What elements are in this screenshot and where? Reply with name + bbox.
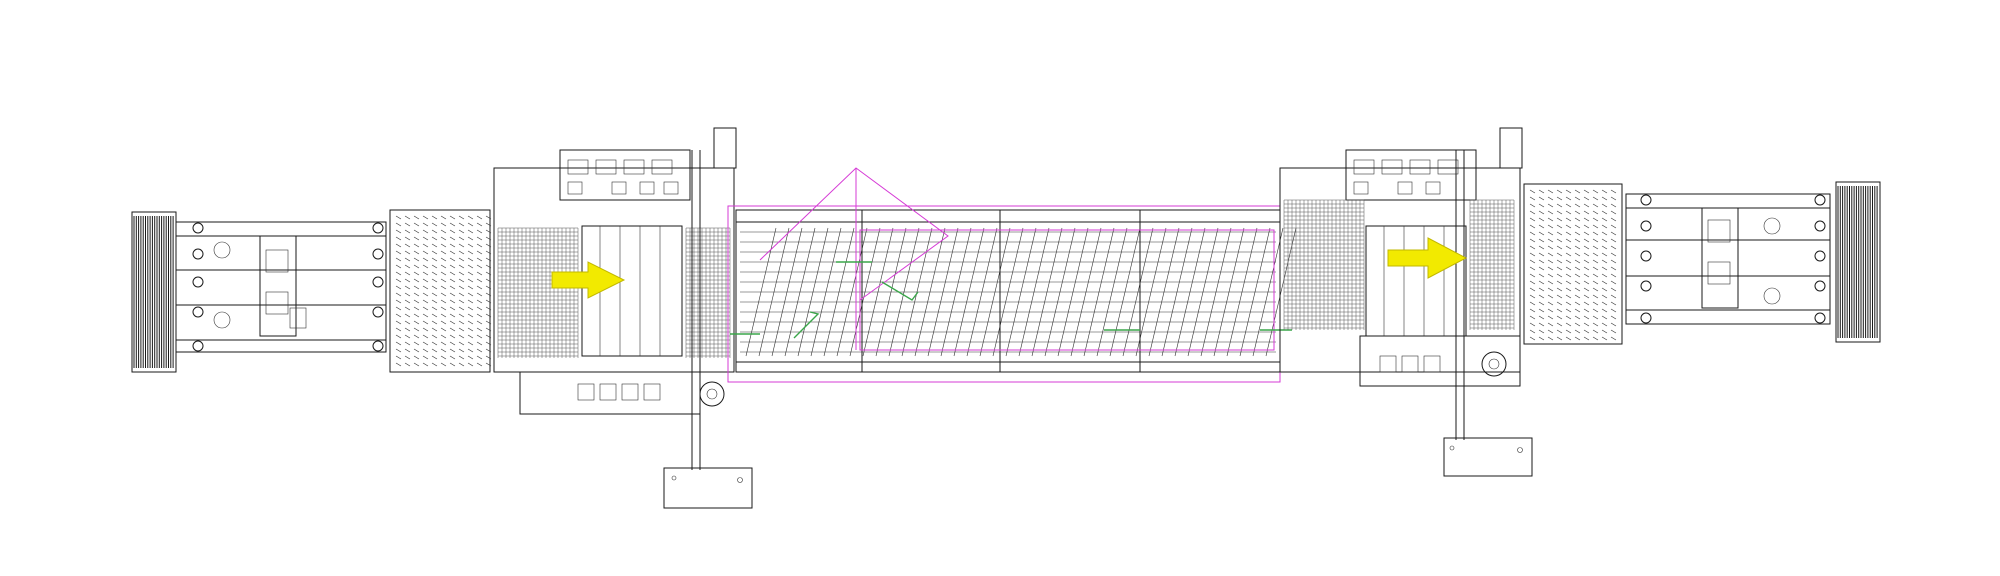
zone-outline [727,167,1281,383]
right-transfer-module [1279,127,1533,477]
left-end-plate-stack [131,211,177,373]
left-flow-arrow-icon [551,261,626,299]
central-roller-zone [735,209,1297,373]
path-markers [730,261,1292,339]
right-loading-frame [1625,193,1831,325]
right-end-plate-stack [1835,181,1881,343]
right-flow-arrow-icon [1387,237,1468,279]
right-finned-section [1523,183,1623,345]
left-finned-section [389,209,492,373]
left-loading-frame [175,221,387,353]
left-transfer-module [493,127,753,509]
